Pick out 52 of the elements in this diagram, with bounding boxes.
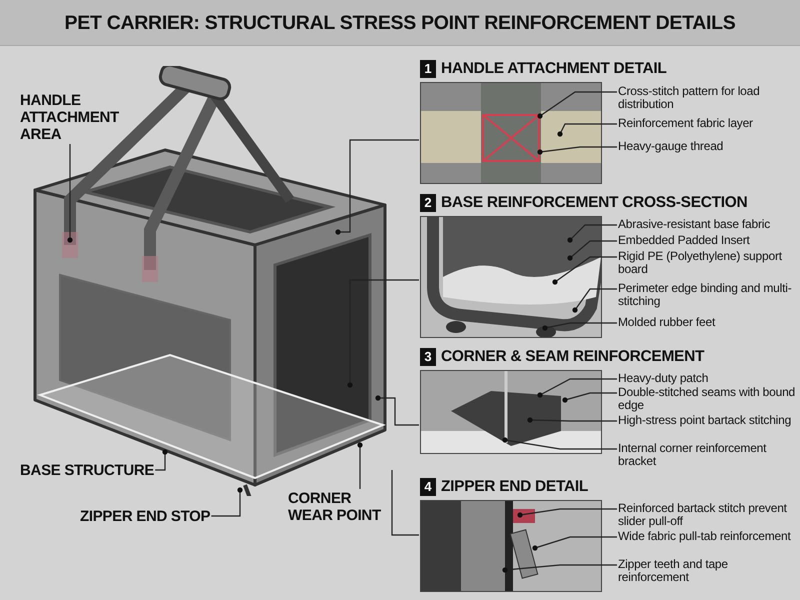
panel-heading: ZIPPER END DETAIL <box>441 478 588 496</box>
leader-line <box>537 91 617 119</box>
callout-label: ZIPPER END STOP <box>80 508 210 525</box>
panel-heading: BASE REINFORCEMENT CROSS-SECTION <box>441 194 748 212</box>
leader-line <box>391 470 419 536</box>
callout-text: Reinforcement fabric layer <box>618 117 798 130</box>
callout-text: Perimeter edge binding and multi-stitching <box>618 282 798 308</box>
leader-line <box>552 256 617 285</box>
callout-text: Zipper teeth and tape reinforcement <box>618 558 798 584</box>
callout-text: Heavy-duty patch <box>618 372 798 385</box>
title: PET CARRIER: STRUCTURAL STRESS POINT REINFORCEMENT DETAILS <box>0 0 800 46</box>
callout-text: Heavy-gauge thread <box>618 140 798 153</box>
leader-line <box>335 139 419 235</box>
callout-text: Abrasive-resistant base fabric <box>618 218 798 231</box>
callout-text: Reinforced bartack stitch prevent slider pull-off <box>618 502 798 528</box>
callout-label: CORNER WEAR POINT <box>288 490 388 524</box>
leader-line <box>502 564 617 573</box>
number-badge: 3 <box>420 348 436 366</box>
leader-line <box>375 395 419 426</box>
number-badge: 4 <box>420 478 436 496</box>
leader-line <box>155 449 168 471</box>
leader-line <box>502 437 617 450</box>
leader-line <box>562 392 617 403</box>
leader-line <box>347 279 419 388</box>
leader-line <box>517 508 617 518</box>
callout-text: Internal corner reinforcement bracket <box>618 442 798 468</box>
callout-text: Rigid PE (Polyethylene) support board <box>618 250 798 276</box>
callout-text: Embedded Padded Insert <box>618 234 798 247</box>
callout-text: Cross-stitch pattern for load distribution <box>618 85 798 111</box>
callout-text: High-stress point bartack stitching <box>618 414 798 427</box>
panel-heading: HANDLE ATTACHMENT DETAIL <box>441 60 667 78</box>
number-badge: 1 <box>420 60 436 78</box>
callout-text: Wide fabric pull-tab reinforcement <box>618 530 798 543</box>
leader-line <box>357 442 363 489</box>
detail-panel <box>420 476 602 592</box>
callout-text: Molded rubber feet <box>618 316 798 329</box>
callout-label: BASE STRUCTURE <box>20 462 154 479</box>
leader-line <box>67 144 73 243</box>
callout-text: Double-stitched seams with bound edge <box>618 386 798 412</box>
leader-line <box>557 123 617 137</box>
leader-line <box>572 288 617 313</box>
leader-line <box>537 378 617 398</box>
leader-line <box>532 536 617 551</box>
leader-line <box>527 417 617 423</box>
leader-line <box>542 322 617 331</box>
number-badge: 2 <box>420 194 436 212</box>
leader-line <box>567 240 617 261</box>
leader-line <box>567 224 617 243</box>
callout-label: HANDLE ATTACHMENT AREA <box>20 92 130 143</box>
leader-line <box>537 146 617 155</box>
panel-heading: CORNER & SEAM REINFORCEMENT <box>441 348 704 366</box>
leader-line <box>211 487 243 517</box>
